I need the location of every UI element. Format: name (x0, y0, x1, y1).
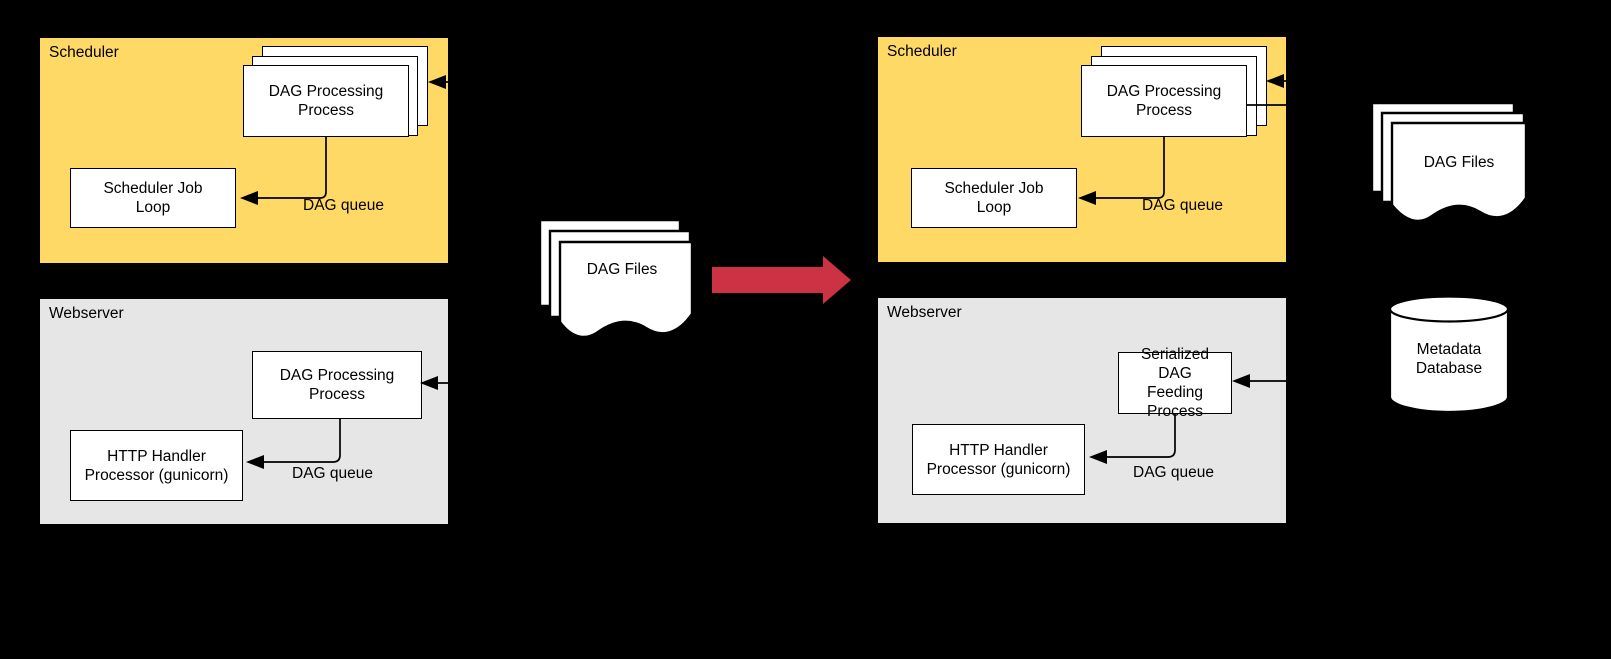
before-scheduler-queue-label: DAG queue (303, 197, 384, 214)
center-dag-files-label: DAG Files (586, 261, 658, 278)
center-dag-files-document: DAG Files (536, 218, 696, 339)
before-webserver-queue-label: DAG queue (292, 465, 373, 482)
before-webserver-dag-processing-process[interactable]: DAG Processing Process (252, 351, 422, 419)
after-dag-files-document: DAG Files (1368, 100, 1536, 230)
after-webserver-http-handler[interactable]: HTTP Handler Processor (gunicorn) (912, 424, 1085, 495)
after-scheduler-job-loop[interactable]: Scheduler Job Loop (911, 168, 1077, 228)
after-webserver-title: Webserver (887, 304, 962, 321)
transition-arrow (712, 256, 851, 304)
after-webserver-queue-label: DAG queue (1133, 464, 1214, 481)
before-webserver-http-handler[interactable]: HTTP Handler Processor (gunicorn) (70, 430, 243, 501)
after-dag-files-icon (1370, 101, 1528, 223)
before-scheduler-title: Scheduler (49, 44, 119, 61)
before-scheduler-job-loop[interactable]: Scheduler Job Loop (70, 168, 236, 228)
after-dag-files-label: DAG Files (1423, 154, 1495, 171)
metadata-database-node: Metadata Database (1386, 292, 1518, 418)
before-scheduler-dag-proc-label: DAG Processing Process (268, 83, 384, 119)
database-cylinder-icon (1388, 295, 1510, 414)
after-scheduler-queue-label: DAG queue (1142, 197, 1223, 214)
metadata-database-label: Metadata Database (1415, 341, 1483, 377)
before-scheduler-dag-processing-process[interactable]: DAG Processing Process (243, 65, 409, 137)
before-webserver-title: Webserver (49, 305, 124, 322)
after-webserver-serialized-dag-feeder[interactable]: Serialized DAG Feeding Process (1118, 346, 1232, 420)
after-scheduler-title: Scheduler (887, 43, 957, 60)
center-dag-files-icon (538, 218, 694, 339)
after-scheduler-dag-processing-process[interactable]: DAG Processing Process (1081, 65, 1247, 137)
